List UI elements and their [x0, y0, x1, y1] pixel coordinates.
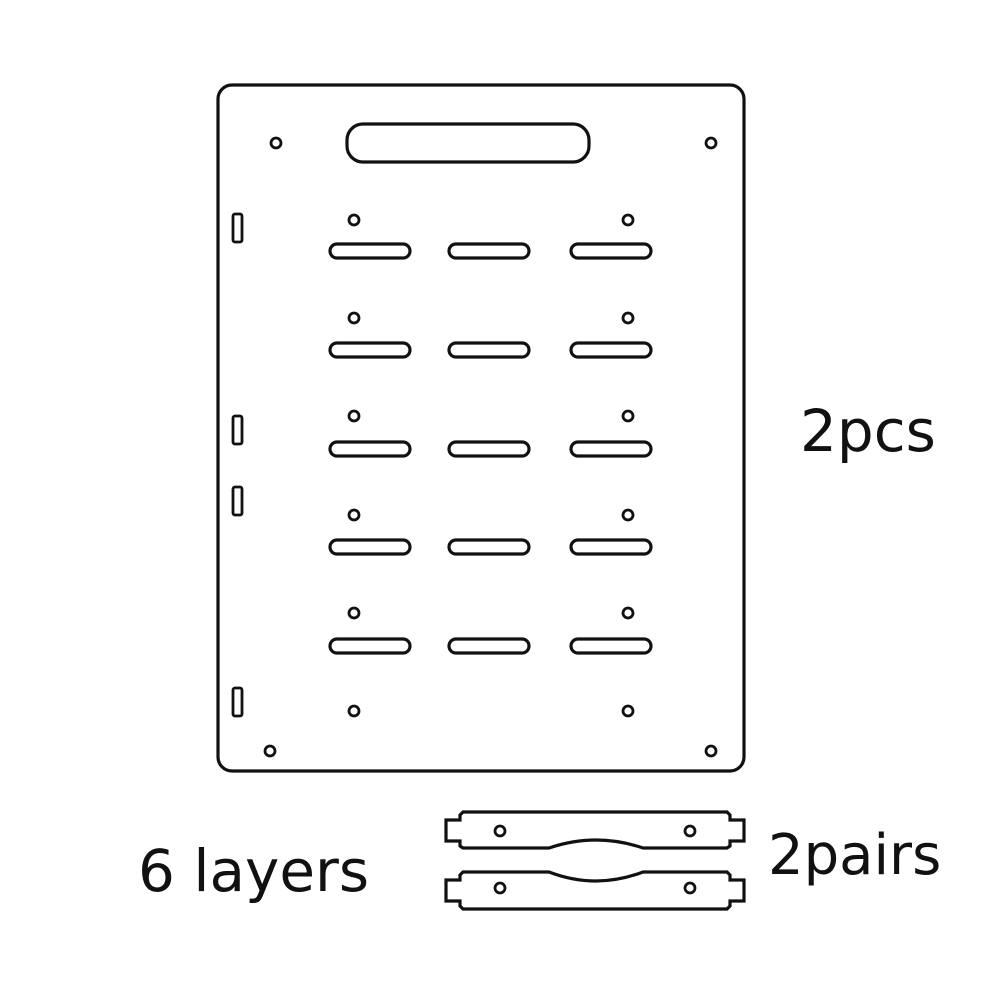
card-slots — [328, 242, 653, 655]
corner-holes — [263, 136, 718, 758]
edge-tabs — [231, 212, 244, 718]
handle-slot — [345, 122, 591, 164]
bracket-bottom — [444, 870, 746, 911]
plate-quantity-label: 2pcs — [800, 397, 936, 465]
bracket-quantity-label: 2pairs — [768, 823, 942, 888]
mounting-holes — [347, 213, 635, 718]
bracket-top — [444, 810, 746, 850]
layers-label: 6 layers — [138, 837, 370, 905]
plate-outline — [216, 83, 746, 773]
